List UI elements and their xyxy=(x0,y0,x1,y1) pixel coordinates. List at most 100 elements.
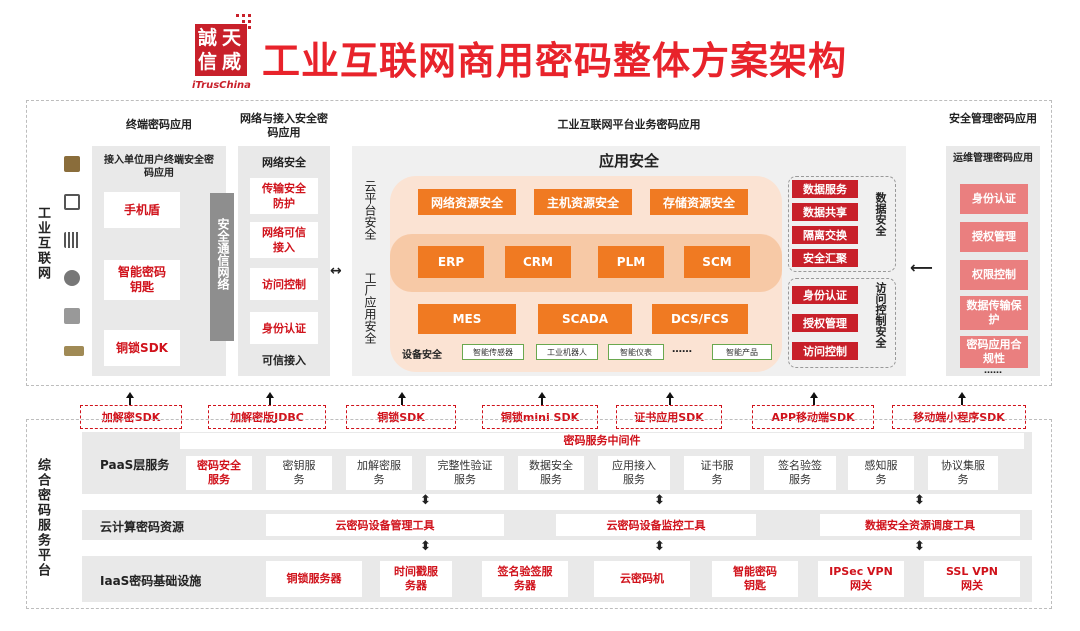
device-ellipsis: …… xyxy=(672,344,692,355)
up-down-arrow-icon: ⬍ xyxy=(914,539,925,554)
platform-header: 工业互联网平台业务密码应用 xyxy=(557,118,701,131)
device-icon xyxy=(64,346,84,356)
gear-icon xyxy=(64,270,80,286)
sdk-mini-program: 移动端小程序SDK xyxy=(892,405,1026,429)
scada-box: SCADA xyxy=(538,304,632,334)
iaas-item: 云密码机 xyxy=(594,561,690,597)
paas-service: 应用接入服务 xyxy=(598,456,670,490)
device-tag: 智能传感器 xyxy=(462,344,524,360)
storage-resource-security: 存储资源安全 xyxy=(650,189,748,215)
iaas-item: 签名验签服务器 xyxy=(482,561,568,597)
arrow-shaft xyxy=(269,397,271,405)
mgmt-data-transfer: 数据传输保护 xyxy=(960,296,1028,330)
app-security-title: 应用安全 xyxy=(598,152,659,170)
logo-subtitle: iTrusChina xyxy=(192,80,251,91)
router-icon xyxy=(64,308,80,324)
secure-aggregation: 安全汇聚 xyxy=(792,249,858,267)
iaas-item: SSL VPN网关 xyxy=(924,561,1020,597)
mgmt-header: 安全管理密码应用 xyxy=(949,112,1037,125)
iaas-item: 智能密码钥匙 xyxy=(712,561,798,597)
iaas-label: IaaS密码基础设施 xyxy=(100,574,202,588)
iaas-item: IPSec VPN网关 xyxy=(818,561,904,597)
network-resource-security: 网络资源安全 xyxy=(418,189,516,215)
network-header: 网络与接入安全密码应用 xyxy=(240,112,328,139)
logo-char: 信 xyxy=(198,51,218,73)
mgmt-box-title: 运维管理密码应用 xyxy=(953,153,1033,164)
paas-service: 密钥服务 xyxy=(266,456,332,490)
device-tag: 智能仪表 xyxy=(608,344,664,360)
arrow-left-icon: ⟵ xyxy=(910,258,933,277)
sdk-tongsuo: 铜锁SDK xyxy=(346,405,456,429)
erp-box: ERP xyxy=(418,246,484,278)
arrow-up-icon xyxy=(958,392,966,398)
mgmt-permission-control: 权限控制 xyxy=(960,260,1028,290)
transport-protection: 传输安全防护 xyxy=(250,178,318,214)
logo-char: 威 xyxy=(222,51,242,73)
cloud-platform-label: 云平台安全 xyxy=(363,180,377,240)
cloud-device-monitor-tool: 云密码设备监控工具 xyxy=(556,514,756,536)
top-section xyxy=(26,100,1052,386)
platform-access-control: 访问控制 xyxy=(792,342,858,360)
page-title: 工业互联网商用密码整体方案架构 xyxy=(262,39,848,83)
cloud-device-mgmt-tool: 云密码设备管理工具 xyxy=(266,514,504,536)
arrow-shaft xyxy=(813,397,815,405)
terminal-header: 终端密码应用 xyxy=(126,118,192,131)
iaas-item: 时间戳服务器 xyxy=(380,561,452,597)
double-arrow-icon: ↔ xyxy=(330,263,342,279)
network-box-title: 网络安全 xyxy=(262,156,306,169)
paas-service: 感知服务 xyxy=(848,456,914,490)
arrow-shaft xyxy=(961,397,963,405)
mes-box: MES xyxy=(418,304,516,334)
paas-service: 协议集服务 xyxy=(928,456,998,490)
mgmt-identity-auth: 身份认证 xyxy=(960,184,1028,214)
arrow-up-icon xyxy=(266,392,274,398)
data-security-label: 数据安全 xyxy=(874,192,887,236)
data-resource-scheduler-tool: 数据安全资源调度工具 xyxy=(820,514,1020,536)
paas-label: PaaS层服务 xyxy=(100,458,170,472)
data-sharing: 数据共享 xyxy=(792,203,858,221)
paas-service: 数据安全服务 xyxy=(518,456,584,490)
up-down-arrow-icon: ⬍ xyxy=(420,539,431,554)
platform-authorization: 授权管理 xyxy=(792,314,858,332)
logo-char: 天 xyxy=(222,27,242,49)
paas-service: 签名验签服务 xyxy=(764,456,836,490)
terminal-icons xyxy=(64,156,84,356)
up-down-arrow-icon: ⬍ xyxy=(420,493,431,508)
up-down-arrow-icon: ⬍ xyxy=(914,493,925,508)
terminal-box-title: 接入单位用户终端安全密码应用 xyxy=(104,155,214,179)
paas-service: 完整性验证服务 xyxy=(426,456,504,490)
factory-label: 工厂应用安全 xyxy=(363,272,377,344)
host-resource-security: 主机资源安全 xyxy=(534,189,632,215)
dcs-box: DCS/FCS xyxy=(652,304,748,334)
paas-service: 加解密服务 xyxy=(346,456,412,490)
sdk-jdbc: 加解密版JDBC xyxy=(208,405,326,429)
tongsuo-sdk: 铜锁SDK xyxy=(104,330,180,366)
crm-box: CRM xyxy=(505,246,571,278)
platform-identity-auth: 身份认证 xyxy=(792,286,858,304)
device-security-label: 设备安全 xyxy=(402,350,442,361)
industrial-internet-label: 工业互联网 xyxy=(35,206,50,281)
secure-channel xyxy=(210,193,234,341)
paas-service: 密码安全服务 xyxy=(186,456,252,490)
arrow-up-icon xyxy=(666,392,674,398)
arrow-up-icon xyxy=(126,392,134,398)
arrow-up-icon xyxy=(538,392,546,398)
network-access-control: 访问控制 xyxy=(250,268,318,300)
arrow-up-icon xyxy=(398,392,406,398)
device-tag: 智能产品 xyxy=(712,344,772,360)
up-down-arrow-icon: ⬍ xyxy=(654,539,665,554)
arrow-shaft xyxy=(669,397,671,405)
paas-service: 证书服务 xyxy=(684,456,750,490)
mgmt-ellipsis: …… xyxy=(984,366,1002,376)
sdk-tongsuo-mini: 铜锁mini SDK xyxy=(482,405,598,429)
smart-key: 智能密码钥匙 xyxy=(104,260,180,300)
access-control-label: 访问控制安全 xyxy=(874,282,887,348)
network-identity-auth: 身份认证 xyxy=(250,312,318,344)
access-control-group xyxy=(788,278,896,368)
sdk-app-mobile: APP移动端SDK xyxy=(752,405,874,429)
isolation-exchange: 隔离交换 xyxy=(792,226,858,244)
mgmt-authorization: 授权管理 xyxy=(960,222,1028,252)
sdk-certificate: 证书应用SDK xyxy=(616,405,722,429)
sdk-crypto: 加解密SDK xyxy=(80,405,182,429)
trusted-access: 网络可信接入 xyxy=(250,222,318,258)
